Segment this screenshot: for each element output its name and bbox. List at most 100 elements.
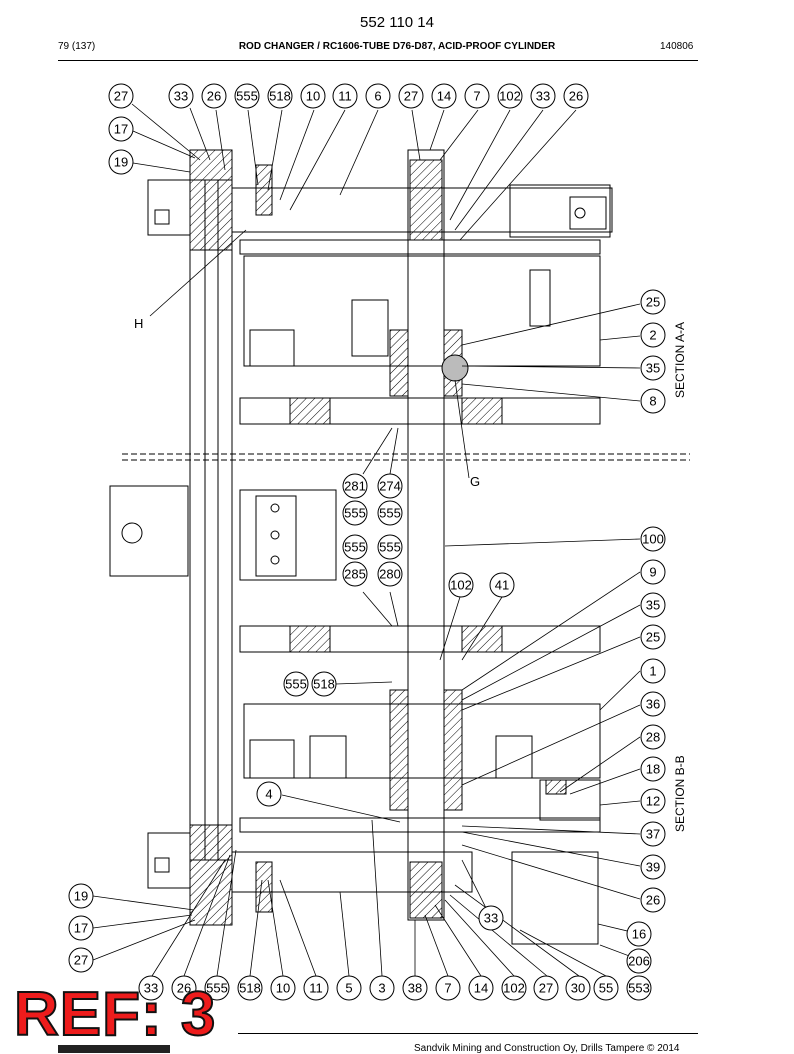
svg-text:555: 555 [344,506,366,521]
callout-1: 1 [640,658,666,684]
callout-27: 27 [533,975,559,1001]
callout-555: 555 [342,534,368,560]
callout-16: 16 [626,921,652,947]
callout-11: 11 [303,975,329,1001]
svg-text:38: 38 [408,981,422,996]
svg-text:12: 12 [646,794,660,809]
date-code: 140806 [660,41,694,52]
callout-35: 35 [640,592,666,618]
svg-text:27: 27 [74,953,88,968]
callout-26: 26 [201,83,227,109]
callout-28: 28 [640,724,666,750]
svg-text:27: 27 [539,981,553,996]
sandvik-logo [58,1045,170,1053]
callout-518: 518 [237,975,263,1001]
callout-2: 2 [640,322,666,348]
callout-274: 274 [377,473,403,499]
callout-26: 26 [563,83,589,109]
footer-divider [238,1033,698,1034]
drawing-title: ROD CHANGER / RC1606-TUBE D76-D87, ACID-… [238,41,556,52]
callout-206: 206 [626,948,652,974]
callout-27: 27 [398,83,424,109]
document-number: 552 110 14 [360,14,434,31]
svg-text:285: 285 [344,567,366,582]
svg-text:19: 19 [114,155,128,170]
svg-text:27: 27 [404,89,418,104]
callout-102: 102 [497,83,523,109]
svg-text:25: 25 [646,295,660,310]
svg-text:36: 36 [646,697,660,712]
svg-text:55: 55 [599,981,613,996]
callout-555: 555 [204,975,230,1001]
svg-text:2: 2 [649,328,656,343]
svg-text:33: 33 [144,981,158,996]
svg-text:18: 18 [646,762,660,777]
svg-text:33: 33 [484,911,498,926]
callout-553: 553 [626,975,652,1001]
svg-text:102: 102 [499,89,521,104]
svg-text:14: 14 [437,89,451,104]
svg-text:8: 8 [649,394,656,409]
callout-33: 33 [138,975,164,1001]
svg-text:26: 26 [177,981,191,996]
svg-text:274: 274 [379,479,401,494]
machine-outline [109,149,690,945]
svg-text:25: 25 [646,630,660,645]
callout-555: 555 [283,671,309,697]
callout-19: 19 [68,883,94,909]
callout-26: 26 [171,975,197,1001]
callout-41: 41 [489,572,515,598]
svg-text:555: 555 [285,677,307,692]
svg-text:7: 7 [473,89,480,104]
callout-37: 37 [640,821,666,847]
callout-39: 39 [640,854,666,880]
callout-518: 518 [311,671,337,697]
svg-text:7: 7 [444,981,451,996]
callout-555: 555 [377,534,403,560]
callout-7: 7 [435,975,461,1001]
callout-14: 14 [431,83,457,109]
svg-text:555: 555 [236,89,258,104]
callout-19: 19 [108,149,134,175]
callout-27: 27 [108,83,134,109]
callout-555: 555 [342,500,368,526]
svg-text:14: 14 [474,981,488,996]
callout-555: 555 [234,83,260,109]
svg-text:555: 555 [206,981,228,996]
svg-text:33: 33 [536,89,550,104]
svg-text:100: 100 [642,532,664,547]
callout-10: 10 [300,83,326,109]
callout-7: 7 [464,83,490,109]
svg-text:6: 6 [374,89,381,104]
reference-badge: REF: 3 [13,980,217,1049]
svg-text:11: 11 [309,981,323,996]
callout-12: 12 [640,788,666,814]
svg-text:1: 1 [649,664,656,679]
svg-text:518: 518 [269,89,291,104]
svg-text:555: 555 [379,540,401,555]
svg-text:102: 102 [503,981,525,996]
callout-27: 27 [68,947,94,973]
svg-text:16: 16 [632,927,646,942]
svg-text:19: 19 [74,889,88,904]
callout-6: 6 [365,83,391,109]
callout-17: 17 [68,915,94,941]
svg-text:3: 3 [378,981,385,996]
header-divider [58,60,698,61]
callout-26: 26 [640,887,666,913]
svg-text:17: 17 [114,122,128,137]
callout-9: 9 [640,559,666,585]
callout-55: 55 [593,975,619,1001]
callout-5: 5 [336,975,362,1001]
callout-4: 4 [256,781,282,807]
callout-281: 281 [342,473,368,499]
callout-33: 33 [478,905,504,931]
svg-text:37: 37 [646,827,660,842]
callout-280: 280 [377,561,403,587]
callout-10: 10 [270,975,296,1001]
copyright-notice: Sandvik Mining and Construction Oy, Dril… [414,1043,680,1054]
callout-102: 102 [501,975,527,1001]
callout-100: 100 [640,526,666,552]
svg-text:28: 28 [646,730,660,745]
